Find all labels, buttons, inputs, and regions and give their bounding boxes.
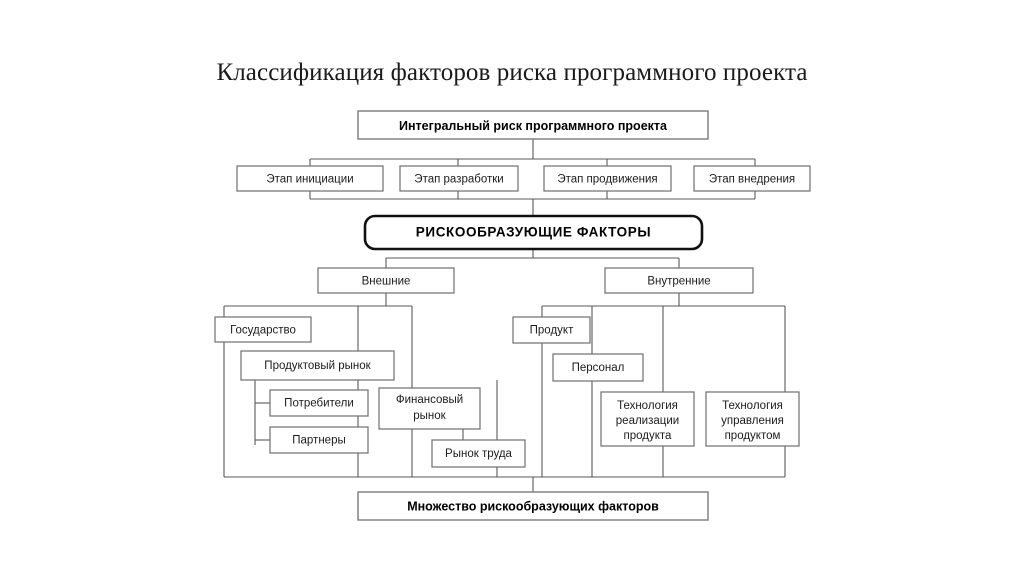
- node-personnel-label: Персонал: [572, 362, 625, 374]
- node-stage-implementation-label: Этап внедрения: [709, 174, 795, 186]
- node-internal-factors-label: Внутренние: [647, 276, 710, 288]
- page-title: Классификация факторов риска программног…: [216, 59, 808, 86]
- node-state[interactable]: Государство: [214, 316, 312, 343]
- node-external-factors-label: Внешние: [362, 276, 411, 288]
- node-product-management-technology-label-line1: Технология: [722, 400, 783, 412]
- node-risk-forming-factors[interactable]: РИСКООБРАЗУЮЩИЕ ФАКТОРЫ: [363, 214, 704, 251]
- node-partners-label: Партнеры: [292, 435, 345, 447]
- node-product[interactable]: Продукт: [512, 316, 591, 344]
- node-stage-promotion[interactable]: Этап продвижения: [543, 165, 672, 192]
- node-stage-initiation[interactable]: Этап инициации: [236, 165, 384, 192]
- node-product-management-technology-label-line2: управления: [721, 415, 784, 427]
- node-internal-factors[interactable]: Внутренние: [604, 267, 754, 294]
- node-consumers[interactable]: Потребители: [269, 389, 369, 417]
- node-product-market-label: Продуктовый рынок: [264, 360, 371, 372]
- node-product-management-technology[interactable]: Технология управления продуктом: [705, 391, 800, 447]
- node-state-label: Государство: [230, 325, 296, 337]
- node-external-factors[interactable]: Внешние: [317, 267, 455, 294]
- node-product-realization-technology[interactable]: Технология реализации продукта: [600, 391, 695, 447]
- node-product-realization-technology-label-line2: реализации: [616, 415, 679, 427]
- node-stage-promotion-label: Этап продвижения: [557, 174, 657, 186]
- node-product-label: Продукт: [530, 325, 574, 337]
- connector-root-to-stages: [309, 139, 756, 166]
- node-set-of-risk-forming-factors-label: Множество рискообразующих факторов: [407, 499, 659, 513]
- node-personnel[interactable]: Персонал: [552, 353, 644, 382]
- connector-stages-to-hub: [309, 191, 756, 216]
- node-labor-market-label: Рынок труда: [445, 448, 513, 460]
- node-stage-implementation[interactable]: Этап внедрения: [693, 165, 811, 192]
- node-partners[interactable]: Партнеры: [269, 426, 369, 454]
- node-labor-market[interactable]: Рынок труда: [431, 439, 526, 468]
- connector-hub-to-branches: [385, 249, 680, 268]
- node-integral-risk[interactable]: Интегральный риск программного проекта: [357, 110, 709, 140]
- node-stage-development-label: Этап разработки: [414, 174, 503, 186]
- node-stage-development[interactable]: Этап разработки: [399, 165, 519, 192]
- node-product-market[interactable]: Продуктовый рынок: [240, 350, 395, 381]
- node-product-realization-technology-label-line1: Технология: [617, 400, 678, 412]
- connector-leaves-to-footer: [224, 476, 785, 492]
- node-financial-market-label-line2: рынок: [413, 410, 446, 422]
- node-stage-initiation-label: Этап инициации: [266, 174, 353, 186]
- node-set-of-risk-forming-factors[interactable]: Множество рискообразующих факторов: [357, 491, 709, 521]
- node-consumers-label: Потребители: [284, 398, 354, 410]
- node-product-realization-technology-label-line3: продукта: [624, 430, 673, 442]
- node-financial-market-label-line1: Финансовый: [396, 394, 463, 406]
- node-product-management-technology-label-line3: продуктом: [725, 430, 781, 442]
- node-financial-market[interactable]: Финансовый рынок: [378, 387, 481, 430]
- node-risk-forming-factors-label: РИСКООБРАЗУЮЩИЕ ФАКТОРЫ: [416, 225, 651, 240]
- node-integral-risk-label: Интегральный риск программного проекта: [399, 119, 668, 133]
